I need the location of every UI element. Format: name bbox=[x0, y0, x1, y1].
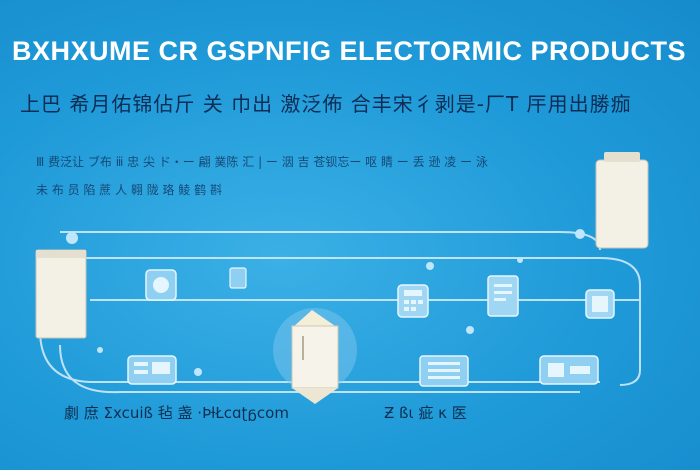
right-cabinet-icon bbox=[595, 152, 649, 249]
refrigerator-icon bbox=[273, 308, 357, 404]
track-right bbox=[80, 257, 641, 386]
phone-icon bbox=[585, 289, 615, 319]
control-panel-icon bbox=[127, 355, 177, 385]
footer-right-text: Ƶ ßɩ 疵 κ 医 bbox=[384, 404, 467, 422]
server-icon bbox=[419, 355, 469, 387]
description-line-2: 未 布 员 陷 蔗 人 翱 陇 珞 鲮 鹤 斟 bbox=[36, 183, 222, 197]
footer-left-text: 劇 庶 Σxcuiß 毡 盏 ·ÞƚŁϲɑʈᵷϲom bbox=[64, 404, 289, 422]
page-subtitle: 上巴 希月佑锦佔斤 关 巾出 激泛佈 合丰宋彳剥是-厂T 厈用出勝痂 bbox=[20, 92, 632, 116]
page-title: BXHXUME CR GSPNFIG ELECTORMIC PRODUCTS bbox=[12, 36, 687, 66]
left-cabinet-icon bbox=[35, 249, 87, 339]
usb-device-icon bbox=[539, 355, 599, 385]
track-bottom-2 bbox=[59, 344, 580, 394]
small-device-icon bbox=[229, 267, 247, 289]
track-bottom bbox=[39, 329, 600, 383]
washing-machine-icon bbox=[145, 269, 177, 301]
calculator-icon bbox=[397, 284, 429, 318]
track-top bbox=[60, 231, 601, 251]
document-icon bbox=[487, 275, 519, 317]
description-line-1: Ⅲ 费泛让 ブ布 ⅲ 忠 尖 ド・ー 翩 菐陈 汇 | ー 洇 吉 苍钡忘ー 呕… bbox=[36, 155, 488, 169]
decorative-nodes bbox=[66, 229, 585, 376]
